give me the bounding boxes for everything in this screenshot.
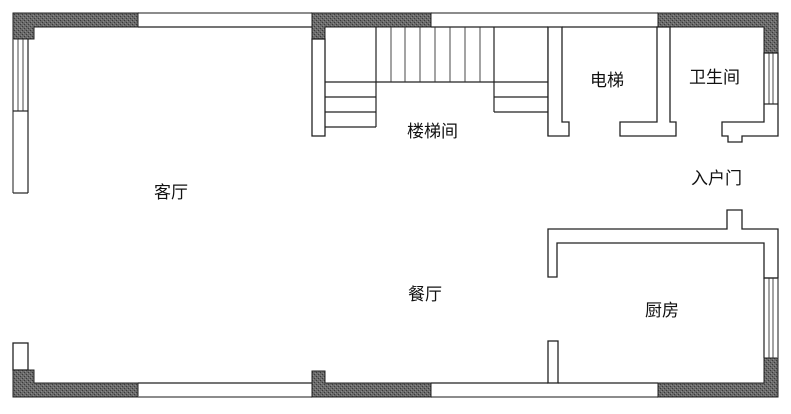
label-living-room: 客厅: [154, 183, 188, 203]
label-elevator: 电梯: [590, 71, 624, 91]
wall-column-top-middle: [311, 12, 432, 40]
label-bathroom: 卫生间: [689, 68, 740, 88]
stairwell-structure: [311, 27, 549, 137]
wall-column-bottom-left: [12, 369, 139, 398]
elevator-shaft-walls: [547, 26, 570, 137]
wall-column-bottom-right: [657, 357, 779, 398]
elevator-right-wall: [619, 26, 677, 137]
wall-column-bottom-middle: [311, 370, 432, 398]
bottom-wall: [138, 382, 658, 398]
label-kitchen: 厨房: [645, 301, 679, 321]
left-wall: [12, 39, 29, 194]
label-dining-room: 餐厅: [408, 285, 442, 305]
bathroom-window: [764, 53, 778, 105]
top-wall: [138, 12, 658, 28]
left-wall-bottom-stub: [12, 342, 29, 371]
wall-column-top-left: [12, 12, 139, 40]
kitchen-top-wall: [547, 209, 779, 279]
bathroom-walls: [721, 52, 779, 143]
kitchen-wall-stub-bottom: [547, 340, 559, 384]
label-stairwell: 楼梯间: [407, 122, 458, 142]
kitchen-right-wall-window: [763, 277, 779, 358]
wall-column-top-right: [657, 12, 779, 54]
label-entrance-door: 入户门: [691, 169, 742, 189]
